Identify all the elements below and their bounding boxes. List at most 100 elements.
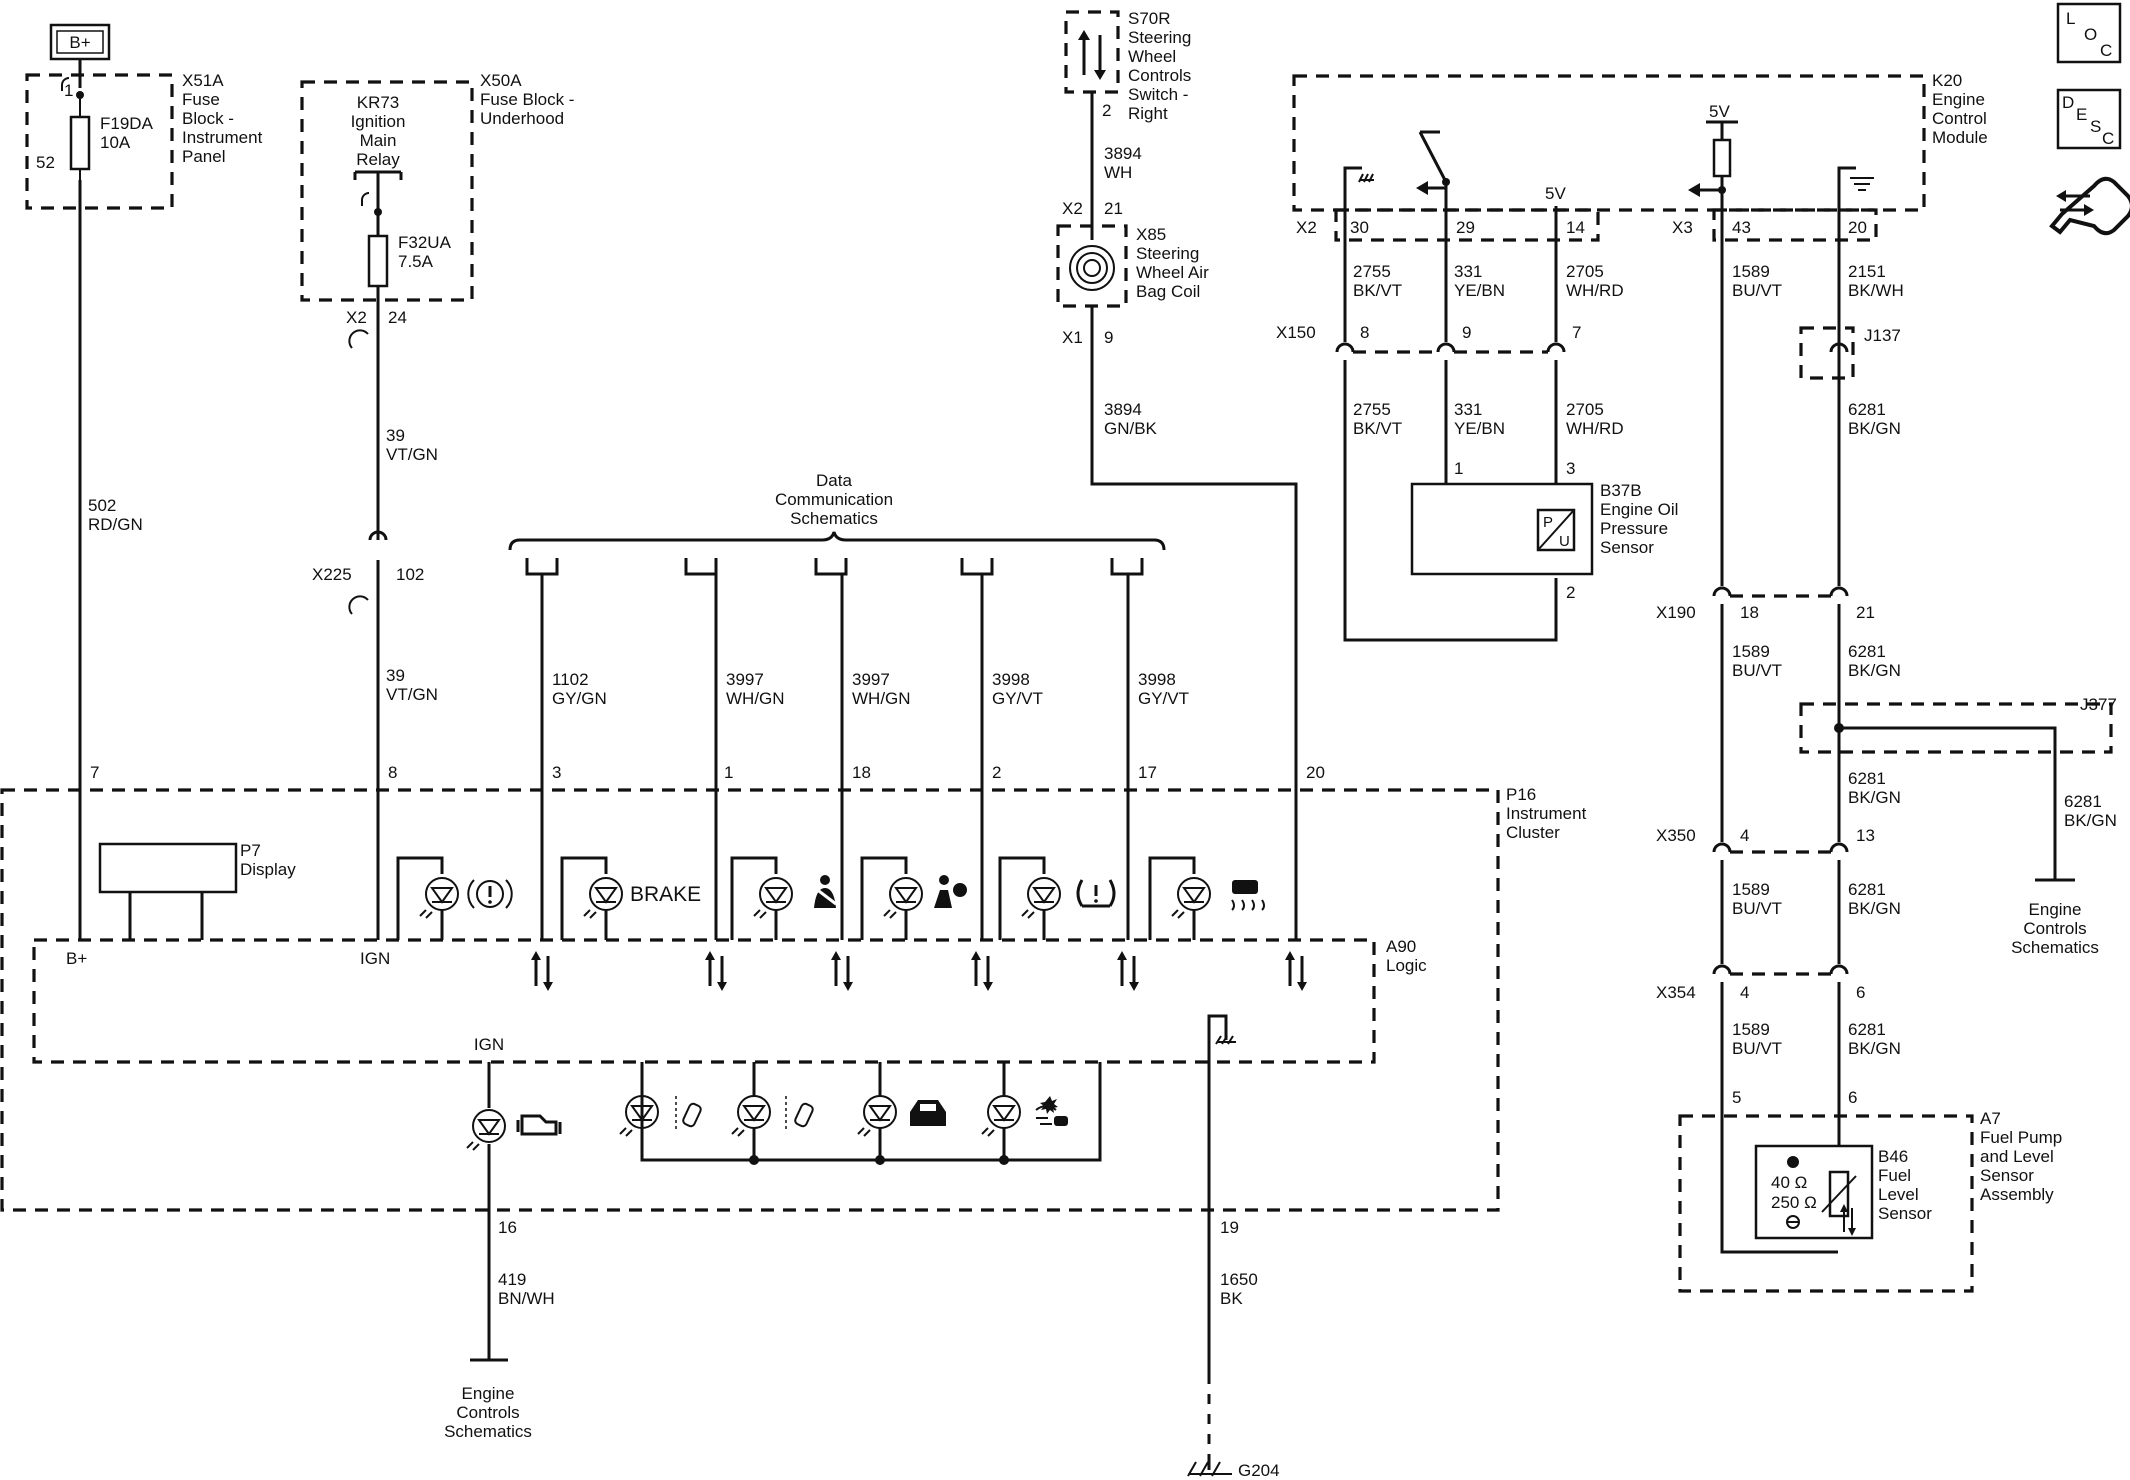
- svg-text:X150: X150: [1276, 323, 1316, 342]
- door-ajar-icon: [785, 1096, 814, 1132]
- svg-text:21: 21: [1856, 603, 1875, 622]
- svg-text:Steering: Steering: [1128, 28, 1191, 47]
- data-comm-bracket: [508, 531, 1166, 551]
- x2-connector-dash: [1334, 208, 1600, 242]
- svg-text:29: 29: [1456, 218, 1475, 237]
- svg-text:9: 9: [1104, 328, 1113, 347]
- svg-text:Wheel Air: Wheel Air: [1136, 263, 1209, 282]
- svg-text:L: L: [2066, 9, 2075, 28]
- svg-text:17: 17: [1138, 763, 1157, 782]
- telltale-door-open-right: [731, 1062, 814, 1165]
- svg-text:X50A: X50A: [480, 71, 522, 90]
- svg-text:1589: 1589: [1732, 642, 1770, 661]
- svg-text:BK/VT: BK/VT: [1353, 281, 1402, 300]
- svg-text:D: D: [2062, 93, 2074, 112]
- bidirectional-arrow-icon: [831, 951, 853, 991]
- svg-text:BK/VT: BK/VT: [1353, 419, 1402, 438]
- svg-text:6281: 6281: [1848, 769, 1886, 788]
- seatbelt-icon: [814, 875, 837, 908]
- lamp-out-icon: [1035, 1096, 1068, 1126]
- svg-text:3997: 3997: [726, 670, 764, 689]
- svg-text:3: 3: [552, 763, 561, 782]
- svg-text:U: U: [1559, 533, 1570, 550]
- svg-text:BK/GN: BK/GN: [2064, 811, 2117, 830]
- svg-text:2: 2: [1102, 101, 1111, 120]
- svg-text:19: 19: [1220, 1218, 1239, 1237]
- airbag-coil-icon: [1069, 245, 1115, 291]
- loc-button[interactable]: L O C: [2056, 2, 2122, 64]
- svg-text:1: 1: [64, 81, 73, 100]
- b-plus-label: B+: [69, 33, 90, 52]
- svg-text:BK/GN: BK/GN: [1848, 788, 1901, 807]
- svg-text:WH: WH: [1104, 163, 1132, 182]
- svg-text:6281: 6281: [1848, 880, 1886, 899]
- svg-text:331: 331: [1454, 400, 1482, 419]
- svg-text:250 Ω: 250 Ω: [1771, 1193, 1817, 1212]
- lower-telltale-bank: [619, 1062, 1102, 1165]
- svg-text:Relay: Relay: [356, 150, 400, 169]
- svg-text:10A: 10A: [100, 133, 131, 152]
- wire-6281-branch: [1839, 726, 2057, 880]
- bidirectional-arrow-icon: [531, 951, 553, 991]
- x85-label: X85 Steering Wheel Air Bag Coil: [1136, 225, 1209, 301]
- x225-connector: X225 102: [312, 530, 424, 615]
- svg-text:20: 20: [1306, 763, 1325, 782]
- svg-text:8: 8: [1360, 323, 1369, 342]
- svg-text:1589: 1589: [1732, 1020, 1770, 1039]
- svg-text:P: P: [1543, 514, 1553, 531]
- logic-ground-icon: [1207, 1014, 1236, 1470]
- svg-text:S: S: [2090, 117, 2101, 136]
- vehicle-icon: [910, 1100, 946, 1126]
- svg-text:C: C: [2102, 129, 2114, 148]
- svg-text:Instrument: Instrument: [182, 128, 263, 147]
- svg-text:30: 30: [1350, 218, 1369, 237]
- svg-text:Block -: Block -: [182, 109, 234, 128]
- svg-text:3998: 3998: [1138, 670, 1176, 689]
- svg-text:2705: 2705: [1566, 400, 1604, 419]
- svg-text:K20: K20: [1932, 71, 1962, 90]
- svg-text:16: 16: [498, 1218, 517, 1237]
- svg-text:21: 21: [1104, 199, 1123, 218]
- svg-text:Display: Display: [240, 860, 296, 879]
- engine-controls-link-bottom[interactable]: Engine Controls Schematics: [444, 1384, 532, 1441]
- tire-pressure-icon: [1076, 879, 1116, 908]
- svg-text:Sensor: Sensor: [1600, 538, 1654, 557]
- svg-text:A90: A90: [1386, 937, 1416, 956]
- svg-text:X2: X2: [1062, 199, 1083, 218]
- telltale-lamps: BRAKE: [396, 856, 1265, 940]
- x50a-fuse-block-outline: [300, 80, 474, 302]
- connector-end-view-icon[interactable]: [2049, 176, 2130, 236]
- svg-text:Switch -: Switch -: [1128, 85, 1188, 104]
- svg-text:WH/RD: WH/RD: [1566, 281, 1624, 300]
- svg-text:X1: X1: [1062, 328, 1083, 347]
- svg-text:Fuel: Fuel: [1878, 1166, 1911, 1185]
- svg-text:GN/BK: GN/BK: [1104, 419, 1158, 438]
- svg-text:O: O: [2084, 25, 2097, 44]
- svg-text:P7: P7: [240, 841, 261, 860]
- svg-text:39: 39: [386, 426, 405, 445]
- fuel-level-sensor-icon: [1786, 1156, 1857, 1236]
- svg-text:C: C: [2100, 41, 2112, 60]
- svg-text:6281: 6281: [1848, 642, 1886, 661]
- a90-label: A90 Logic: [1386, 937, 1427, 975]
- svg-text:6281: 6281: [1848, 1020, 1886, 1039]
- bidirectional-arrow-icon: [1285, 951, 1307, 991]
- desc-button[interactable]: D E S C: [2056, 88, 2122, 150]
- fuse-block-hook-icon: [61, 77, 70, 91]
- bidirectional-arrow-icon: [1117, 951, 1139, 991]
- p7-display-box: [98, 842, 238, 894]
- connector-x2-hook-icon: [348, 329, 369, 349]
- a7-label: A7 Fuel Pump and Level Sensor Assembly: [1980, 1109, 2062, 1204]
- data-communication-link[interactable]: Data Communication Schematics: [775, 471, 893, 528]
- check-engine-icon: [516, 1114, 562, 1136]
- svg-text:5V: 5V: [1709, 102, 1730, 121]
- telltale-brake-text: BRAKE: [560, 856, 701, 940]
- telltale-check-engine: [466, 1062, 562, 1360]
- svg-text:VT/GN: VT/GN: [386, 445, 438, 464]
- engine-controls-link-right[interactable]: Engine Controls Schematics: [2011, 900, 2099, 957]
- svg-text:J137: J137: [1864, 326, 1901, 345]
- a90-logic-outline: [32, 938, 1376, 1064]
- wire-1589: [1720, 190, 1838, 1254]
- svg-text:Engine: Engine: [2029, 900, 2082, 919]
- a7-fuel-pump-assembly-outline: [1678, 1114, 1974, 1293]
